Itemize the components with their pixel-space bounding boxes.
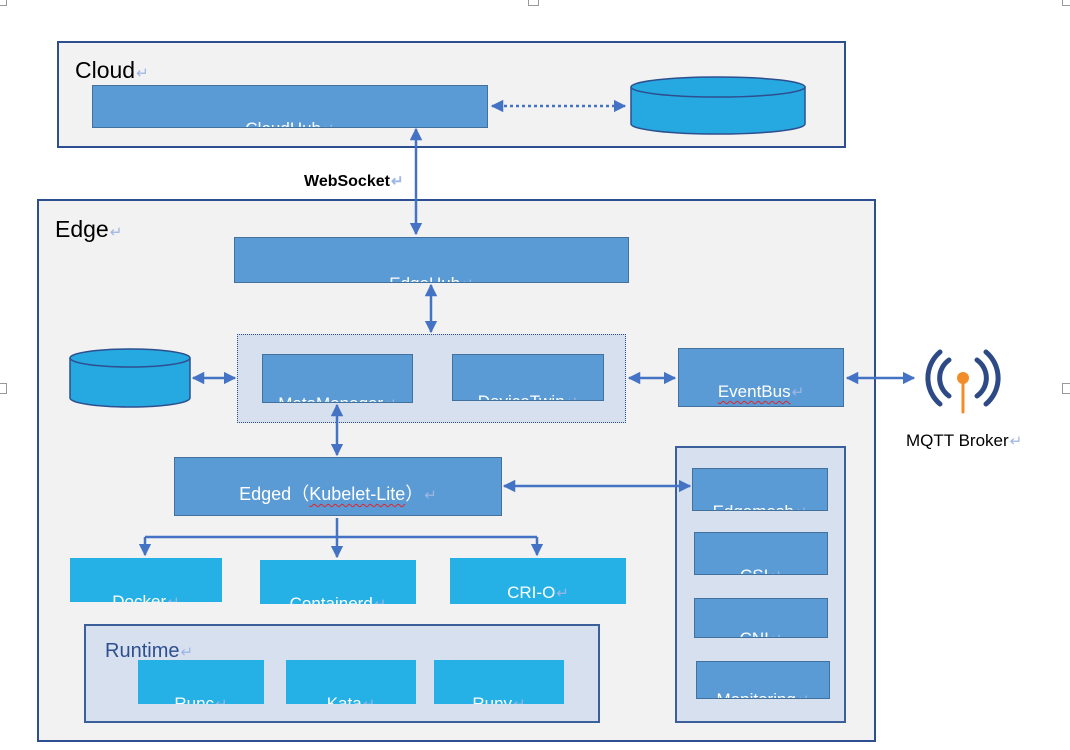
edged-box[interactable]: Edged（Kubelet-Lite）↵ (174, 457, 502, 516)
mqtt-broker-label: MQTT Broker↵ (906, 431, 1023, 450)
edged-runtime-tree (138, 518, 544, 559)
edge-title: Edge↵ (55, 216, 123, 242)
cni-box[interactable]: CNI↵ (694, 598, 828, 638)
edgemesh-box[interactable]: Edgemesh↵ (692, 468, 828, 511)
runv-box[interactable]: Runv↵ (434, 660, 564, 704)
cloudhub-box[interactable]: CloudHub↵ (92, 85, 488, 128)
websocket-label: WebSocket↵ (304, 173, 404, 190)
selection-handle-top-center[interactable] (528, 0, 539, 6)
kata-box[interactable]: Kata↵ (286, 660, 416, 704)
edgehub-box[interactable]: EdgeHub↵ (234, 237, 629, 283)
eventbus-box[interactable]: EventBus↵ (678, 348, 844, 407)
edge-database-icon (69, 348, 191, 408)
csi-box[interactable]: CSI↵ (694, 532, 828, 575)
runtime-title: Runtime↵ (105, 640, 194, 662)
cloud-database-icon (630, 76, 806, 135)
metamanager-box[interactable]: MetaManager↵ (262, 354, 413, 403)
selection-handle-top-left[interactable] (0, 0, 7, 6)
crio-box[interactable]: CRI-O↵ (450, 558, 626, 604)
selection-handle-top-right[interactable] (1062, 0, 1070, 6)
selection-handle-mid-right[interactable] (1062, 383, 1070, 394)
monitoring-box[interactable]: Monitoring↵ (696, 661, 830, 699)
docker-box[interactable]: Docker↵ (70, 558, 222, 602)
runc-box[interactable]: Runc↵ (138, 660, 264, 704)
selection-handle-mid-left[interactable] (0, 383, 7, 394)
cloud-title: Cloud↵ (75, 57, 149, 83)
containerd-box[interactable]: Containerd↵ (260, 560, 416, 604)
devicetwin-box[interactable]: DeviceTwin↵ (452, 354, 604, 401)
mqtt-broker-icon (925, 349, 1001, 414)
